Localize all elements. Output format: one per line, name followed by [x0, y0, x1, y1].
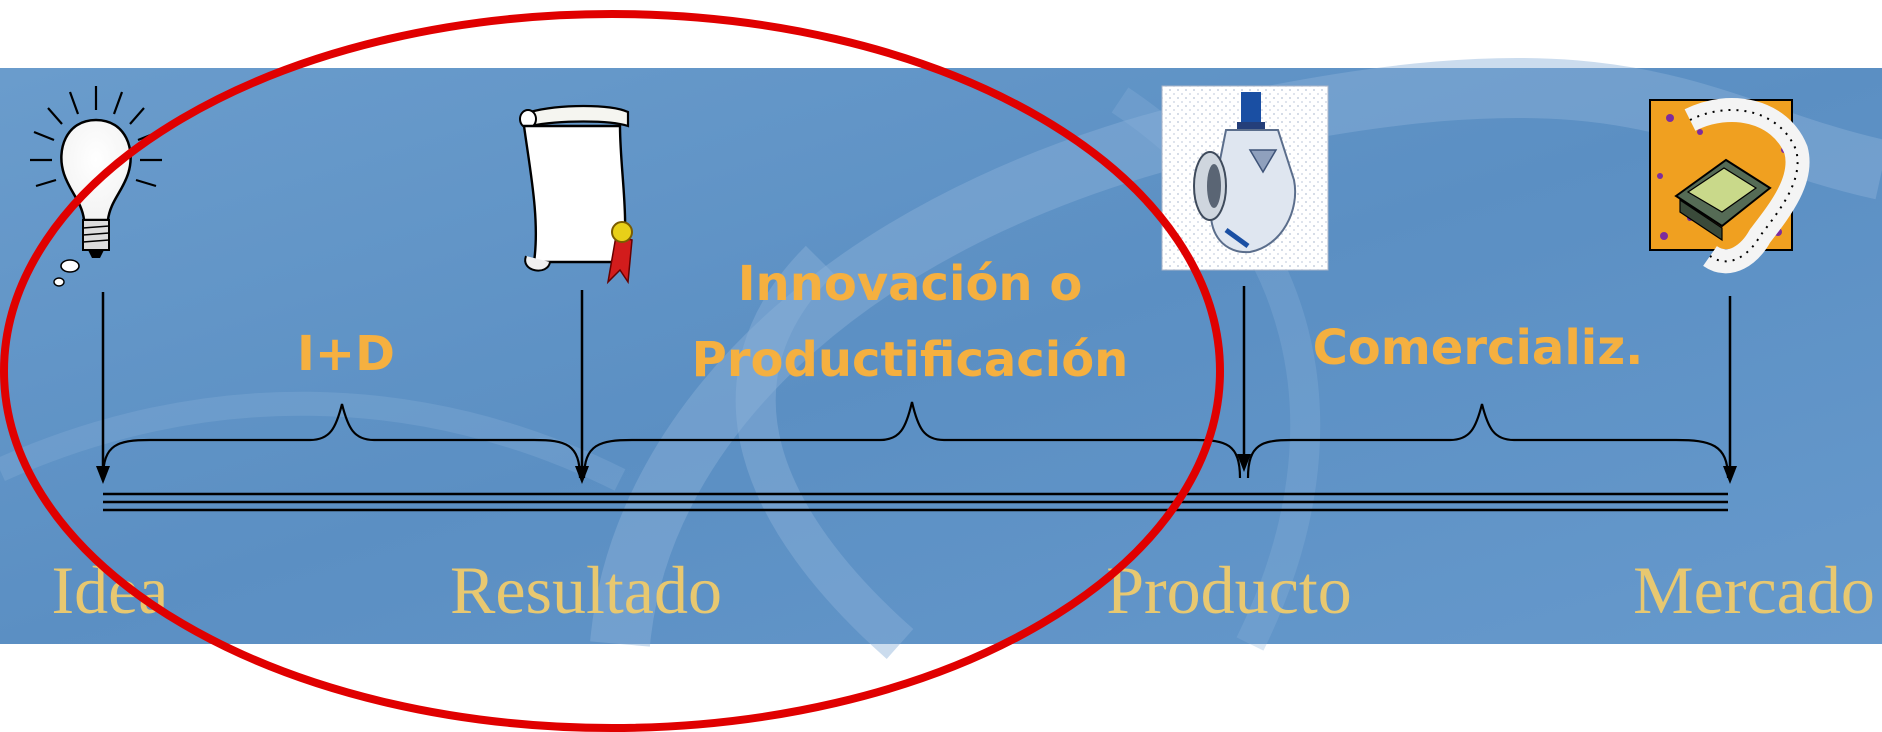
scroll-certificate-icon [519, 104, 633, 285]
phase-commercial-label: Comercializ. [1313, 320, 1644, 376]
lightbulb-icon [30, 86, 162, 287]
arrows [96, 286, 1737, 484]
resultado-arrowhead [575, 466, 589, 484]
cash-register-icon [1649, 98, 1810, 274]
brace-commercial [1246, 403, 1730, 479]
stage-label-resultado: Resultado [450, 552, 722, 628]
brace-id [101, 403, 582, 479]
brace-innovation [582, 401, 1242, 479]
timeline [103, 492, 1728, 512]
stage-label-producto: Producto [1106, 552, 1352, 628]
background-band [0, 68, 1882, 644]
stage-label-idea: Idea [51, 552, 168, 628]
phase-id-label: I+D [297, 326, 395, 382]
product-bottle-icon [1161, 85, 1329, 271]
phase-innovation-line1: Innovación o [738, 256, 1083, 312]
producto-arrowhead [1237, 454, 1251, 472]
highlight-ellipse [0, 10, 1224, 732]
phase-innovation-line2: Productificación [692, 332, 1129, 388]
mercado-arrowhead [1723, 466, 1737, 484]
stage-label-mercado: Mercado [1633, 552, 1875, 628]
braces [101, 401, 1730, 479]
